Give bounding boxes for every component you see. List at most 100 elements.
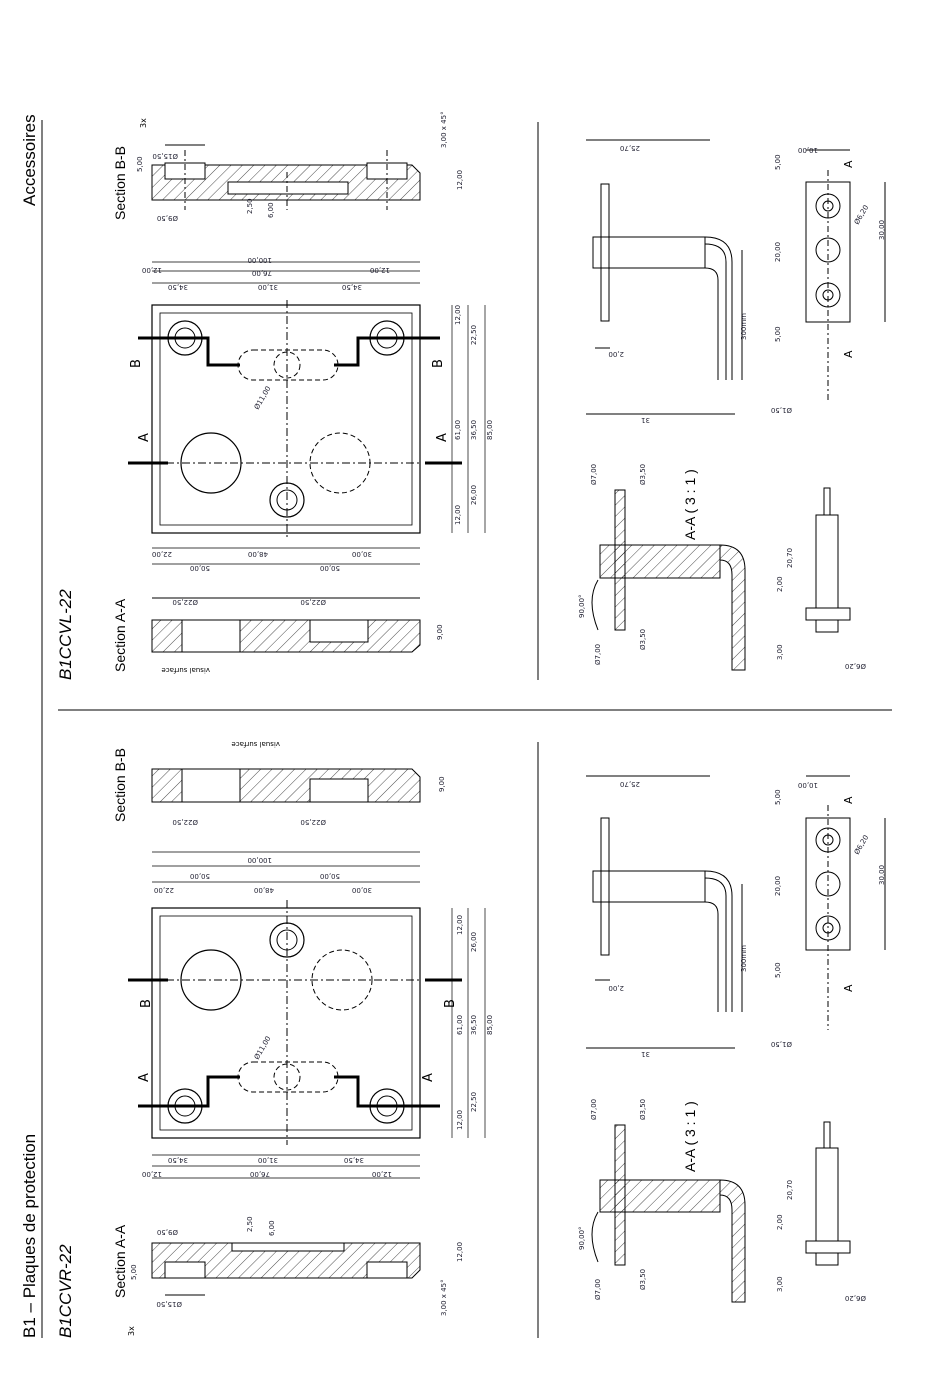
top-block-dims-pin-front-label-0: 20,70 — [786, 548, 794, 568]
bottom-block-dims-section-aa-label-2: 6,00 — [268, 1220, 276, 1236]
bottom-block-dims-plate-label-13: 22,50 — [470, 1092, 478, 1112]
top-block-dims-pin-side-label-0: 25,70 — [620, 144, 640, 152]
bottom-block-dims-section-aa-label-5: Ø15,50 — [156, 1300, 182, 1308]
top-block-dims-section-bb-label-5: 2,50 — [246, 198, 254, 214]
top-block-dims-section-bb-label-0: Ø15,50 — [152, 152, 178, 160]
bottom-block-dims-plate-label-6: 12,00 — [456, 915, 464, 935]
bottom-pin-mark-a1: A — [842, 796, 855, 804]
top-block-dims-plate-label-18: 50,00 — [190, 564, 210, 572]
frame-lines — [41, 120, 892, 1338]
top-block-dims-pin-top-label-2: 30,00 — [878, 220, 886, 240]
top-block-dims-plate-label-8: 12,00 — [454, 305, 462, 325]
bottom-block-dims-detail-label-1: Ø3,50 — [639, 1099, 647, 1120]
bottom-mark-a-right: A — [421, 1073, 436, 1082]
bottom-block-dims-plate-label-11: 85,00 — [486, 1015, 494, 1035]
bottom-block-dims-pin-top-label-3: 5,00 — [774, 789, 782, 805]
bottom-block-dims-section-bb-label-1: Ø22,50 — [300, 818, 326, 826]
bottom-block-dims-section-bb-label-0: Ø22,50 — [172, 818, 198, 826]
top-block-dims-pin-top-label-4: 20,00 — [774, 242, 782, 262]
bottom-block-dims-pin-top-label-6: Ø1,50 — [771, 1040, 792, 1048]
bottom-block-dims-plate-label-14: 34,50 — [168, 1156, 188, 1164]
bottom-block-dims-section-bb-label-2: 9,00 — [438, 776, 446, 792]
bottom-mark-b-right: B — [443, 999, 458, 1008]
bottom-pin-mark-a2: A — [842, 984, 855, 992]
top-block-dims-plate-label-0: 100,00 — [248, 256, 273, 264]
bottom-block-dims-detail-label-0: Ø7,00 — [590, 1099, 598, 1120]
top-block-dims-pin-front-label-3: Ø6,20 — [845, 662, 866, 670]
bottom-pin-top-view — [805, 775, 886, 1030]
bottom-pin-front-view — [805, 1121, 851, 1266]
bottom-mark-count: 3x — [127, 1326, 136, 1336]
top-pin-front-view — [805, 487, 851, 633]
bottom-block-dims-pin-top-label-5: 5,00 — [774, 962, 782, 978]
bottom-block-dims-detail-label-3: Ø7,00 — [594, 1279, 602, 1300]
bottom-plate-view — [128, 900, 462, 1145]
top-pin-mark-a1: A — [842, 160, 855, 168]
top-block-dims-pin-side-label-3: 300mm — [740, 313, 748, 340]
top-pin-side-view — [586, 139, 743, 415]
top-block-dims-plate-label-3: 12,00 — [370, 266, 390, 274]
top-block-dims-section-aa-label-1: Ø22,50 — [300, 598, 326, 606]
bottom-block-dims-pin-front-label-0: 20,70 — [786, 1180, 794, 1200]
bottom-block-dims-pin-top-label-0: 10,00 — [798, 781, 818, 789]
bottom-block-dims-section-aa-label-6: 3,00 x 45° — [440, 1279, 448, 1316]
top-block-dims-section-aa-label-0: Ø22,50 — [172, 598, 198, 606]
top-block-dims-section-bb-label-4: 12,00 — [456, 170, 464, 190]
bottom-detail-aa — [591, 1124, 746, 1303]
top-block-dims-pin-side-label-1: 2,00 — [608, 350, 624, 358]
bottom-block-dims-pin-front-label-1: 2,00 — [776, 1214, 784, 1230]
bottom-block-dims-plate-label-3: 22,00 — [154, 886, 174, 894]
top-block-dims-detail-label-1: Ø3,50 — [639, 464, 647, 485]
top-block-dims-plate-label-5: 31,00 — [258, 283, 278, 291]
top-mark-b-right: B — [431, 359, 446, 368]
bottom-section-aa-drawing — [151, 1242, 421, 1296]
top-block-dims-plate-label-13: 26,00 — [470, 485, 478, 505]
bottom-mark-b-left: B — [139, 999, 154, 1008]
bottom-block-dims-pin-side-label-0: 25,70 — [620, 780, 640, 788]
top-block-dims-plate-label-14: 12,00 — [454, 505, 462, 525]
bottom-block-dims-section-aa-label-1: 2,50 — [246, 1216, 254, 1232]
top-mark-a-left: A — [137, 433, 152, 442]
bottom-block-dims-plate-label-5: 30,00 — [352, 886, 372, 894]
top-block-dims-pin-top-label-6: Ø1,50 — [771, 406, 792, 414]
top-block-dims-plate-label-11: 36,50 — [470, 420, 478, 440]
top-block-dims-detail-label-0: Ø7,00 — [590, 464, 598, 485]
top-block-dims-detail-label-4: Ø3,50 — [639, 629, 647, 650]
bottom-block-dims-section-aa-label-4: 12,00 — [456, 1242, 464, 1262]
top-block-dims-plate-label-2: 76,00 — [252, 269, 272, 277]
top-block-dims-pin-top-label-5: 5,00 — [774, 326, 782, 342]
bottom-block-dims-plate-label-7: 26,00 — [470, 932, 478, 952]
bottom-block-dims-pin-front-label-3: Ø6,20 — [845, 1294, 866, 1302]
top-block-dims-plate-label-9: 22,50 — [470, 325, 478, 345]
bottom-block-dims-detail-label-4: Ø3,50 — [639, 1269, 647, 1290]
top-block-dims-plate-label-15: 22,00 — [152, 550, 172, 558]
bottom-pin-side-view — [586, 775, 743, 1049]
bottom-block-dims-pin-side-label-2: 31 — [641, 1050, 650, 1058]
top-block-dims-plate-label-16: 48,00 — [248, 550, 268, 558]
top-block-dims-plate-label-12: 85,00 — [486, 420, 494, 440]
bottom-block-dims-plate-label-12: 12,00 — [456, 1110, 464, 1130]
top-block-dims-section-bb-label-3: 3,00 x 45° — [440, 111, 448, 148]
visual-surface-labels: visual surface visual surface — [161, 666, 280, 748]
bottom-block-dims-plate-label-1: 50,00 — [190, 872, 210, 880]
top-plate-view — [128, 300, 462, 540]
top-block-dims-section-aa-label-2: 9,00 — [436, 624, 444, 640]
top-section-bb-drawing — [151, 144, 421, 210]
bottom-visual-surface: visual surface — [231, 740, 280, 748]
top-block-dims-section-bb-label-1: Ø9,50 — [157, 214, 178, 222]
top-block-dims-section-bb-label-2: 5,00 — [136, 156, 144, 172]
top-block-dims-pin-top-label-1: Ø6,20 — [853, 204, 870, 226]
top-mark-count: 3x — [139, 118, 148, 128]
bottom-block-dims-plate-label-17: 12,00 — [142, 1170, 162, 1178]
top-block-dims-plate-label-19: 50,00 — [320, 564, 340, 572]
bottom-section-bb-drawing — [151, 768, 421, 803]
bottom-block-dims-pin-side-label-3: 300mm — [740, 945, 748, 972]
bottom-block-dims-pin-side-label-1: 2,00 — [608, 984, 624, 992]
bottom-block-dims-pin-top-label-4: 20,00 — [774, 876, 782, 896]
top-block-dims-plate-label-4: 34,50 — [168, 283, 188, 291]
bottom-block-dims-plate-label-16: 34,50 — [344, 1156, 364, 1164]
bottom-block-dims-pin-top-label-1: Ø6,20 — [853, 834, 870, 856]
top-mark-a-right: A — [435, 433, 450, 442]
